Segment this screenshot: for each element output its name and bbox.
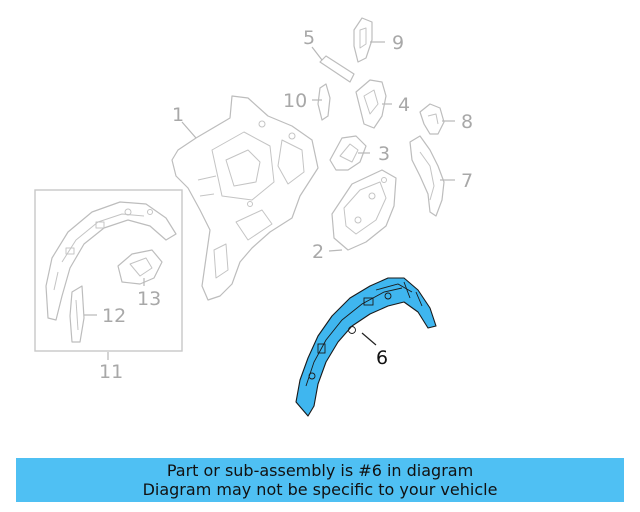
callout-4: 4	[398, 94, 410, 116]
callout-7: 7	[461, 170, 473, 192]
callout-11: 11	[99, 361, 123, 383]
part-11-wheelhouse-assembly	[45, 201, 177, 321]
callout-13: 13	[137, 288, 161, 310]
part-6-highlighted-wheelhouse	[295, 277, 437, 417]
callout-12: 12	[102, 305, 126, 327]
part-3-bracket	[329, 135, 367, 171]
part-4-bracket	[355, 79, 387, 129]
leader-lines	[84, 41, 455, 360]
callout-2: 2	[312, 241, 324, 263]
part-2-panel	[331, 169, 397, 251]
callout-3: 3	[378, 143, 390, 165]
callout-1: 1	[172, 104, 184, 126]
callout-8: 8	[461, 111, 473, 133]
sub-assembly-box	[34, 189, 183, 352]
part-9-bracket	[353, 17, 373, 63]
info-banner: Part or sub-assembly is #6 in diagram Di…	[16, 458, 624, 502]
part-1-quarter-inner-panel	[171, 95, 319, 301]
part-13-bracket	[117, 249, 163, 285]
callout-9: 9	[392, 32, 404, 54]
callout-10: 10	[283, 90, 307, 112]
parts-diagram: 1 2 3 4 5 6 7 8 9 10 11 12 13	[34, 17, 473, 417]
part-10-strip	[317, 83, 331, 121]
callout-5: 5	[303, 27, 315, 49]
part-12-strip	[69, 285, 85, 343]
part-5-strip	[319, 55, 355, 83]
part-8-bracket	[419, 103, 445, 135]
callout-6: 6	[376, 347, 388, 369]
part-7-bracket	[409, 135, 445, 217]
banner-line-1: Part or sub-assembly is #6 in diagram	[166, 461, 474, 480]
banner-line-2: Diagram may not be specific to your vehi…	[142, 480, 498, 499]
